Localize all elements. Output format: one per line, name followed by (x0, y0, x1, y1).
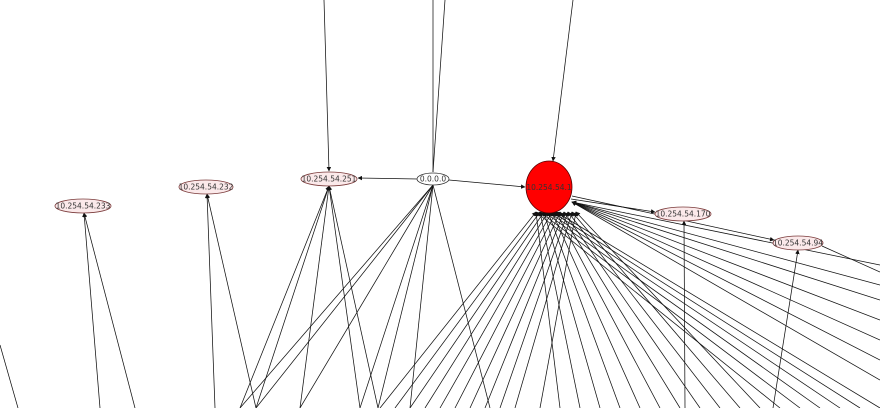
node-label-n232: 10.254.54.232 (179, 183, 234, 192)
node-hub[interactable]: 10.254.54.1 (525, 160, 573, 214)
nodes-layer: 10.254.54.1 10.254.54.251 10.254.54.232 … (54, 160, 824, 251)
node-n170[interactable]: 10.254.54.170 (654, 206, 712, 222)
edge-in-hub-15 (551, 211, 641, 408)
edge-in-hub-8 (499, 211, 569, 408)
edge-top-to-zero (432, 0, 446, 173)
edge-in-hub-23 (539, 211, 801, 408)
edge-right-to-hub-1 (571, 200, 880, 286)
host-node-shape[interactable] (300, 171, 358, 187)
edge-in-hub-10 (539, 211, 578, 408)
edge-in-n94-0 (772, 249, 800, 408)
node-label-n170: 10.254.54.170 (656, 210, 711, 219)
edge-zero-down-5 (409, 184, 434, 408)
edge-hub-to-n170 (570, 198, 656, 214)
node-label-zero: 0.0.0.0 (420, 175, 446, 184)
edge-in-hub-14 (547, 211, 621, 408)
edge-zero-down-3 (359, 184, 434, 408)
edge-in-n251-2 (299, 185, 331, 408)
edge-in-hub-6 (469, 211, 561, 408)
edge-in-n233-1 (82, 212, 136, 408)
host-node-shape[interactable] (178, 179, 234, 195)
edge-in-hub-2 (409, 211, 545, 408)
host-node-shape[interactable] (772, 235, 824, 251)
edge-right-to-hub-0 (571, 200, 880, 266)
edge-right-to-hub-3 (571, 201, 880, 321)
edge-in-hub-4 (439, 211, 553, 408)
edge-in-hub-11 (534, 211, 561, 408)
edge-zero-down-0 (239, 184, 434, 408)
edge-zero-to-hub (448, 179, 526, 189)
edge-zero-down-6 (432, 184, 491, 408)
edge-right-to-hub-4 (571, 201, 880, 341)
edge-in-hub-20 (571, 211, 741, 408)
edge-in-hub-25 (547, 211, 841, 408)
edge-in-n251-4 (327, 185, 379, 408)
edge-top-to-hub (551, 0, 574, 162)
plain-node-shape[interactable] (416, 172, 450, 186)
host-node-shape[interactable] (654, 206, 712, 222)
edge-in-n251-0 (239, 185, 330, 408)
edge-in-n233-0 (82, 212, 101, 408)
edge-right-to-hub-2 (571, 201, 880, 301)
edge-in-hub-26 (551, 211, 861, 408)
node-n232[interactable]: 10.254.54.232 (178, 179, 234, 195)
edge-in-n251-1 (255, 185, 330, 408)
node-n94[interactable]: 10.254.54.94 (772, 235, 824, 251)
edge-in-n232-0 (205, 193, 257, 408)
edge-in-hub-27 (555, 211, 880, 408)
edge-in-hub-16 (555, 211, 661, 408)
edge-in-hub-12 (538, 211, 581, 408)
edge-in-hub-9 (514, 211, 574, 408)
edge-in-hub-5 (454, 211, 557, 408)
hub-node-shape[interactable] (525, 160, 573, 214)
edge-in-hub-7 (484, 211, 565, 408)
node-label-n94: 10.254.54.94 (773, 239, 823, 248)
edge-in-hub-19 (567, 211, 721, 408)
edge-in-hub-1 (394, 211, 541, 408)
edge-in-n251-3 (327, 185, 361, 408)
edge-in-hub-24 (543, 211, 821, 408)
edge-right-to-hub-5 (571, 201, 880, 361)
edge-in-n233-2 (0, 344, 19, 408)
host-node-shape[interactable] (54, 198, 112, 214)
node-label-n251: 10.254.54.251 (302, 175, 357, 184)
edge-zero-down-2 (299, 184, 434, 408)
node-label-hub: 10.254.54.1 (526, 183, 572, 192)
edge-zero-down-4 (377, 184, 434, 408)
edge-in-hub-0 (379, 211, 537, 408)
node-zero[interactable]: 0.0.0.0 (416, 172, 450, 186)
edge-right-to-hub-6 (571, 201, 880, 381)
edge-in-hub-22 (535, 211, 781, 408)
node-n251[interactable]: 10.254.54.251 (300, 171, 358, 187)
edge-in-n170-0 (681, 220, 687, 408)
edge-in-hub-13 (542, 211, 601, 408)
node-n233[interactable]: 10.254.54.233 (54, 198, 112, 214)
edge-in-n232-1 (204, 193, 216, 408)
edge-in-hub-21 (575, 211, 761, 408)
edge-right-to-n94 (821, 245, 880, 273)
edge-zero-to-n251 (357, 175, 419, 181)
node-label-n233: 10.254.54.233 (56, 202, 111, 211)
edge-in-hub-17 (559, 211, 681, 408)
edge-in-hub-3 (424, 211, 549, 408)
edge-in-hub-18 (563, 211, 701, 408)
edge-top-to-n251 (323, 0, 332, 172)
